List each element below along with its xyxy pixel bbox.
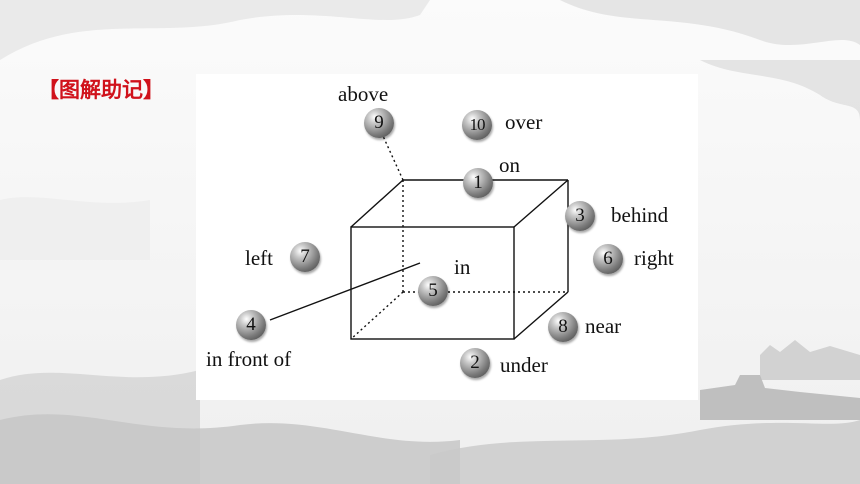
- diagram-panel: [196, 74, 698, 400]
- cube-edge: [513, 179, 569, 228]
- cube-hidden-edge: [350, 291, 404, 340]
- cube-edge: [350, 179, 404, 228]
- label-on: on: [499, 153, 520, 177]
- label-behind: behind: [611, 203, 669, 227]
- badge-8-near: 8: [548, 312, 578, 342]
- badge-10-over: 10: [462, 110, 492, 140]
- label-right: right: [634, 246, 674, 270]
- cube-edge: [513, 291, 569, 340]
- label-in-front-of: in front of: [206, 347, 292, 371]
- badge-7-left: 7: [290, 242, 320, 272]
- badge-1-on: 1: [463, 168, 493, 198]
- badge-3-behind: 3: [565, 201, 595, 231]
- label-in: in: [454, 255, 471, 279]
- cube-front-face: [350, 226, 515, 340]
- label-near: near: [585, 314, 622, 338]
- badge-9-above: 9: [364, 108, 394, 138]
- leader-line-in-front-of: [269, 262, 421, 321]
- section-heading: 【图解助记】: [38, 78, 164, 102]
- label-over: over: [505, 110, 543, 134]
- badge-2-under: 2: [460, 348, 490, 378]
- badge-5-in: 5: [418, 276, 448, 306]
- leader-line-above: [382, 135, 404, 181]
- label-under: under: [500, 353, 548, 377]
- badge-4-in-front-of: 4: [236, 310, 266, 340]
- label-left: left: [245, 246, 273, 270]
- label-above: above: [338, 82, 389, 106]
- badge-6-right: 6: [593, 244, 623, 274]
